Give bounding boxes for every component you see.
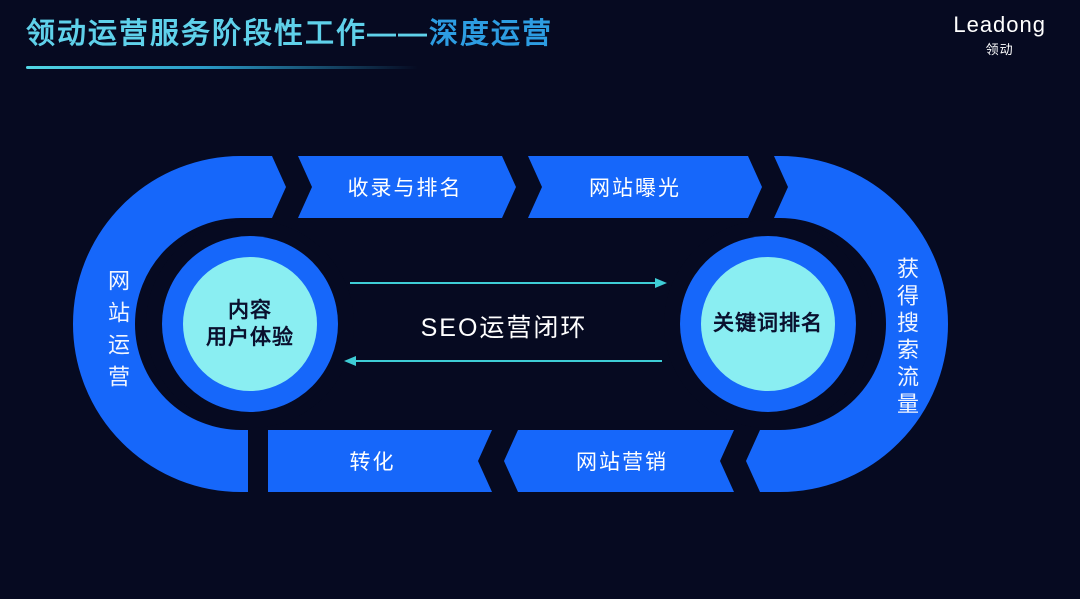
- loop-arrow-left: [356, 360, 662, 362]
- loop-arrow-right: [350, 282, 656, 284]
- logo-subtext: 领动: [985, 42, 1014, 57]
- page-title-highlight: 深度运营: [429, 18, 554, 50]
- page-title-main: 领动运营服务阶段性工作——: [26, 18, 430, 50]
- flow-step-site-exposure: 网站曝光: [589, 177, 681, 200]
- left-node-label-line1: 内容: [228, 298, 272, 322]
- right-node-label: 关键词排名: [713, 312, 823, 336]
- left-node: 内容 用户体验: [183, 257, 317, 391]
- title-underline: [26, 66, 418, 69]
- flow-step-conversion: 转化: [349, 451, 396, 474]
- right-node: 关键词排名: [701, 257, 835, 391]
- arrowhead-right-icon: [655, 278, 667, 288]
- logo-wordmark: Leadong: [953, 12, 1046, 37]
- gap-bottom-left: [248, 430, 268, 492]
- flow-step-indexing-ranking: 收录与排名: [347, 177, 463, 200]
- flow-step-site-marketing: 网站营销: [576, 451, 668, 474]
- leadong-logo: Leadong 领动: [953, 12, 1046, 58]
- left-cap-label: 网站运营: [105, 269, 130, 397]
- right-cap-label: 获得搜索流量: [894, 257, 919, 419]
- center-loop-label: SEO运营闭环: [420, 314, 588, 342]
- arrowhead-left-icon: [344, 356, 356, 366]
- page-title: 领动运营服务阶段性工作——深度运营: [26, 10, 553, 52]
- left-node-label: 内容 用户体验: [206, 297, 294, 352]
- left-node-label-line2: 用户体验: [206, 326, 294, 349]
